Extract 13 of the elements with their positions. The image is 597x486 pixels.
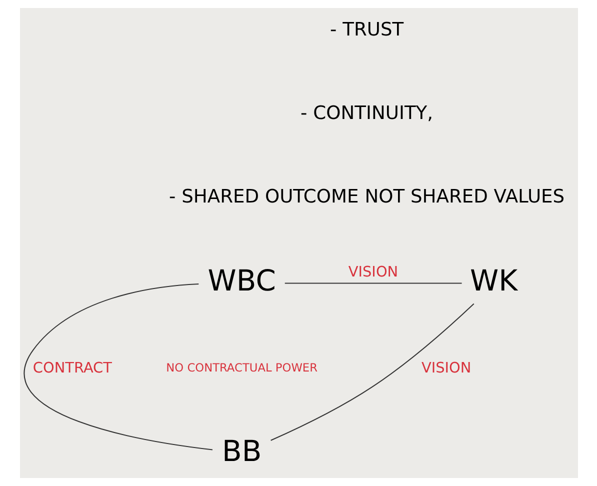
label: - SHARED OUTCOME NOT SHARED VALUES [168,186,564,208]
label: - CONTINUITY, [300,102,433,124]
edge-label: VISION [348,264,398,280]
edge-label: CONTRACT [32,360,112,376]
node-text: BB [222,434,262,468]
node-text: WK [470,263,518,298]
connector [284,282,462,284]
connector [270,303,474,441]
edge-label: VISION [420,360,471,376]
label: NO CONTRACTUAL POWER [166,360,318,374]
label: - TRUST [329,19,404,40]
connector [24,283,212,450]
node-text: WBC [207,263,276,298]
